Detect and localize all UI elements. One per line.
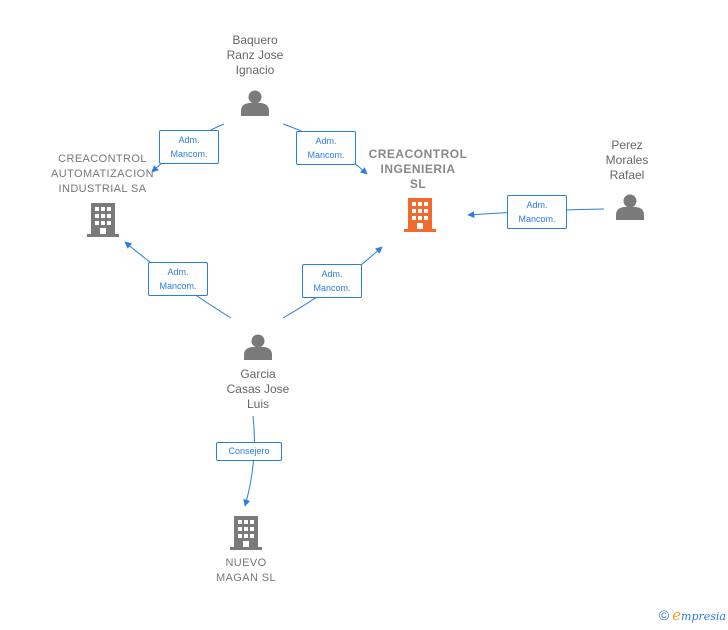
node-label-nuevo-magan[interactable]: NUEVO MAGAN SL (215, 557, 277, 584)
edge-label-perez-ing: Adm. Mancom. (507, 195, 567, 229)
brand-footer: ©empresia (659, 606, 726, 624)
edge-label-baquero-ing: Adm. Mancom. (296, 131, 356, 165)
edge-label-garcia-nuevo: Consejero (216, 442, 282, 461)
person-icon[interactable] (244, 334, 272, 361)
edge-label-garcia-ing: Adm. Mancom. (302, 264, 362, 298)
copyright-symbol: © (658, 607, 670, 623)
building-icon[interactable] (230, 516, 262, 550)
node-label-creacontrol-ingenieria[interactable]: CREACONTROL INGENIERIA SL (368, 147, 468, 191)
node-label-creacontrol-automatizacion[interactable]: CREACONTROL AUTOMATIZACION INDUSTRIAL SA (51, 153, 154, 195)
brand-logo-initial: e (672, 606, 682, 624)
person-icon[interactable] (241, 90, 269, 117)
node-label-garcia[interactable]: Garcia Casas Jose Luis (226, 367, 290, 411)
building-icon[interactable] (87, 203, 119, 237)
edge-label-garcia-aut: Adm. Mancom. (148, 262, 208, 296)
brand-logo-text: mpresia (681, 610, 726, 623)
edge-label-baquero-aut: Adm. Mancom. (159, 130, 219, 164)
node-label-baquero[interactable]: Baquero Ranz Jose Ignacio (226, 33, 284, 77)
edge-garcia-to-nuevo-magan (243, 415, 255, 507)
node-label-perez[interactable]: Perez Morales Rafael (605, 138, 649, 182)
person-icon[interactable] (616, 194, 644, 221)
building-icon[interactable] (404, 198, 436, 232)
